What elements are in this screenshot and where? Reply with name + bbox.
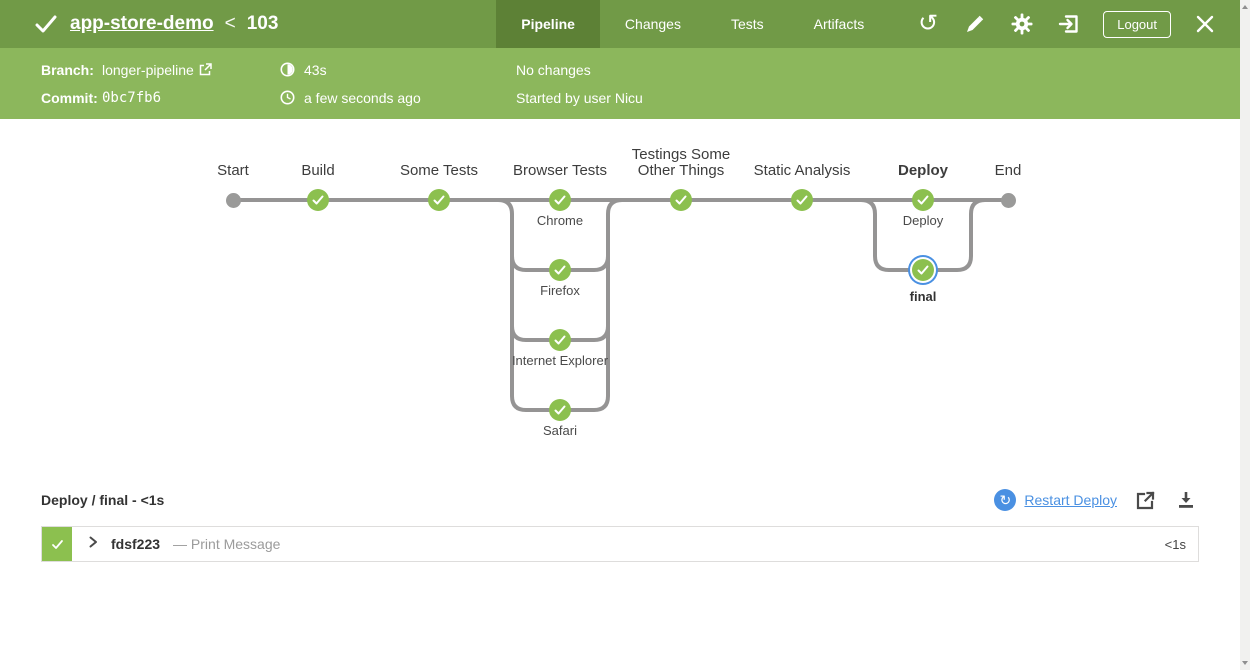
tab-changes[interactable]: Changes	[624, 16, 681, 32]
node-safari[interactable]	[549, 399, 571, 421]
status-check-icon	[33, 11, 59, 37]
step-detail-section: Deploy / final - <1s ↻ Restart Deploy	[41, 487, 1199, 562]
leaf-label-final: final	[909, 289, 937, 304]
stage-label-testings: Testings Some Other Things	[631, 146, 731, 179]
branch-link[interactable]: longer-pipeline	[102, 62, 212, 78]
tab-tests[interactable]: Tests	[730, 16, 764, 32]
changes-text: No changes	[516, 61, 591, 78]
node-static-analysis[interactable]	[791, 189, 813, 211]
step-description: — Print Message	[173, 536, 281, 552]
node-internet-explorer[interactable]	[549, 329, 571, 351]
branch-label: Branch:	[41, 61, 94, 78]
restart-icon: ↻	[994, 489, 1017, 511]
stage-label-deploy: Deploy	[897, 162, 948, 179]
tab-pipeline[interactable]: Pipeline	[496, 0, 600, 48]
branch-commit-column: Branch: longer-pipeline Commit: 0bc7fb6	[41, 60, 280, 119]
cause-column: No changes Started by user Nicu	[516, 60, 643, 119]
selected-stage-title: Deploy / final - <1s	[41, 492, 165, 508]
download-log-icon[interactable]	[1173, 487, 1199, 513]
leaf-label-deploy: Deploy	[902, 213, 944, 228]
node-testings[interactable]	[670, 189, 692, 211]
stage-label-end: End	[994, 162, 1022, 179]
open-in-new-window-icon[interactable]	[1132, 487, 1158, 513]
logout-button[interactable]: Logout	[1103, 10, 1171, 38]
top-actions: ↺	[889, 0, 1240, 48]
leaf-label-safari: Safari	[543, 423, 577, 438]
duration-icon	[280, 62, 295, 77]
leaf-label-internet-explorer: Internet Explorer	[511, 353, 609, 368]
tab-bar: Pipeline Changes Tests Artifacts	[496, 0, 889, 48]
top-bar: app-store-demo < 103 Pipeline Changes Te…	[0, 0, 1240, 48]
pipeline-name-link[interactable]: app-store-demo	[70, 13, 214, 34]
step-duration: <1s	[1164, 536, 1186, 552]
step-id: fdsf223	[111, 536, 161, 552]
node-some-tests[interactable]	[428, 189, 450, 211]
timing-column: 43s a few seconds ago	[280, 60, 516, 119]
branch-value: longer-pipeline	[102, 61, 194, 78]
leaf-label-chrome: Chrome	[536, 213, 584, 228]
scrollbar-up-arrow[interactable]	[1242, 5, 1248, 9]
step-status-check	[42, 527, 72, 561]
node-chrome[interactable]	[549, 189, 571, 211]
node-final-selected[interactable]	[912, 259, 934, 281]
commit-label: Commit:	[41, 89, 98, 106]
stage-label-browser-tests: Browser Tests	[513, 162, 607, 179]
stage-label-start: Start	[217, 162, 249, 179]
clock-icon	[280, 90, 295, 105]
run-number: 103	[246, 13, 279, 34]
step-row[interactable]: fdsf223 — Print Message <1s	[41, 526, 1199, 562]
graph-edges	[233, 198, 1008, 412]
node-start	[226, 193, 241, 208]
replay-icon[interactable]: ↺	[918, 10, 939, 37]
scrollbar-down-arrow[interactable]	[1242, 661, 1248, 665]
stage-label-some-tests: Some Tests	[399, 162, 479, 179]
detail-actions: ↻ Restart Deploy	[994, 487, 1199, 513]
node-deploy-child[interactable]	[912, 189, 934, 211]
stage-label-build: Build	[301, 162, 335, 179]
node-firefox[interactable]	[549, 259, 571, 281]
node-build[interactable]	[307, 189, 329, 211]
time-ago-text: a few seconds ago	[304, 89, 421, 106]
tab-artifacts[interactable]: Artifacts	[813, 16, 865, 32]
started-by-text: Started by user Nicu	[516, 89, 643, 106]
external-link-icon	[199, 63, 212, 76]
breadcrumb: app-store-demo < 103	[0, 0, 496, 48]
blue-ocean-page: app-store-demo < 103 Pipeline Changes Te…	[0, 0, 1240, 562]
run-info-bar: Branch: longer-pipeline Commit: 0bc7fb6 …	[0, 48, 1240, 119]
node-end	[1001, 193, 1016, 208]
expand-chevron-icon[interactable]	[89, 535, 98, 553]
stage-label-static-analysis: Static Analysis	[753, 162, 851, 179]
settings-gear-icon[interactable]	[1009, 11, 1035, 37]
duration-text: 43s	[304, 61, 327, 78]
leaf-label-firefox: Firefox	[540, 283, 580, 298]
edit-pencil-icon[interactable]	[962, 11, 988, 37]
go-to-classic-exit-icon[interactable]	[1056, 11, 1082, 37]
close-icon[interactable]	[1192, 11, 1218, 37]
vertical-scrollbar[interactable]	[1240, 0, 1250, 670]
pipeline-graph: Start Build Some Tests Browser Tests Tes…	[0, 119, 1240, 460]
restart-deploy-link[interactable]: ↻ Restart Deploy	[994, 489, 1117, 511]
commit-hash: 0bc7fb6	[102, 89, 162, 106]
breadcrumb-separator: <	[224, 13, 236, 34]
